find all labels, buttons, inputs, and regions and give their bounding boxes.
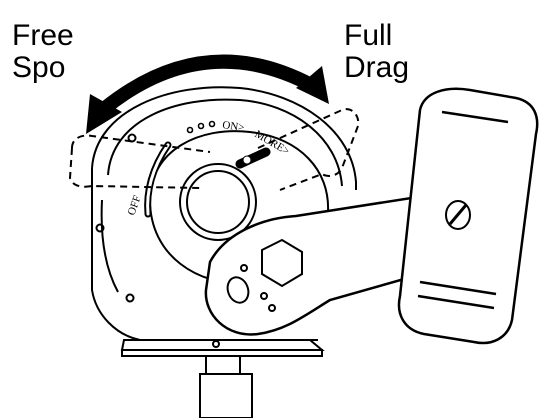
spool-label: Spo: [12, 51, 66, 84]
lever-mark-off: OFF: [126, 194, 144, 217]
knob-screw-icon: [445, 200, 471, 230]
lever-mark-on: ON>: [222, 119, 246, 134]
spool-hub: [179, 163, 257, 241]
drag-setting-dots: [186, 120, 216, 134]
drag-label: Drag: [344, 51, 410, 84]
full-label: Full: [344, 19, 393, 52]
reel-foot: [120, 339, 325, 418]
drag-direction-arrow: [86, 54, 329, 134]
crank-arm-details: [226, 238, 303, 312]
lever-dashed-outline: [68, 108, 360, 191]
free-label: Free: [12, 19, 74, 52]
drag-lever: [235, 147, 271, 169]
